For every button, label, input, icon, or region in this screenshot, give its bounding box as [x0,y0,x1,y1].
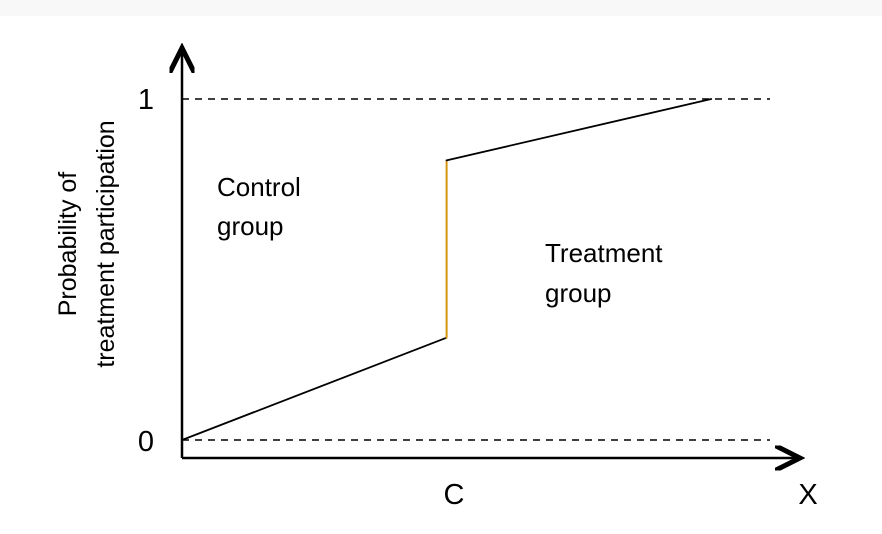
x-tick-label: C [444,479,465,511]
treatment-group-label-line2: group [545,278,612,308]
y-tick-label: 0 [138,426,154,458]
y-axis-title-line2: treatment participation [92,120,120,367]
y-tick-label: 1 [138,84,154,116]
data-series [181,98,713,441]
top-band [0,0,882,16]
treatment-group-label-line1: Treatment [545,238,663,268]
probability-line-segment [445,98,713,162]
y-axis-title-line1: Probability of [54,172,82,317]
control-group-label-line2: group [217,211,284,241]
probability-line-segment [181,336,448,441]
x-axis-label: X [798,479,817,511]
reference-lines [182,98,770,441]
control-group-label-line1: Control [217,172,301,202]
